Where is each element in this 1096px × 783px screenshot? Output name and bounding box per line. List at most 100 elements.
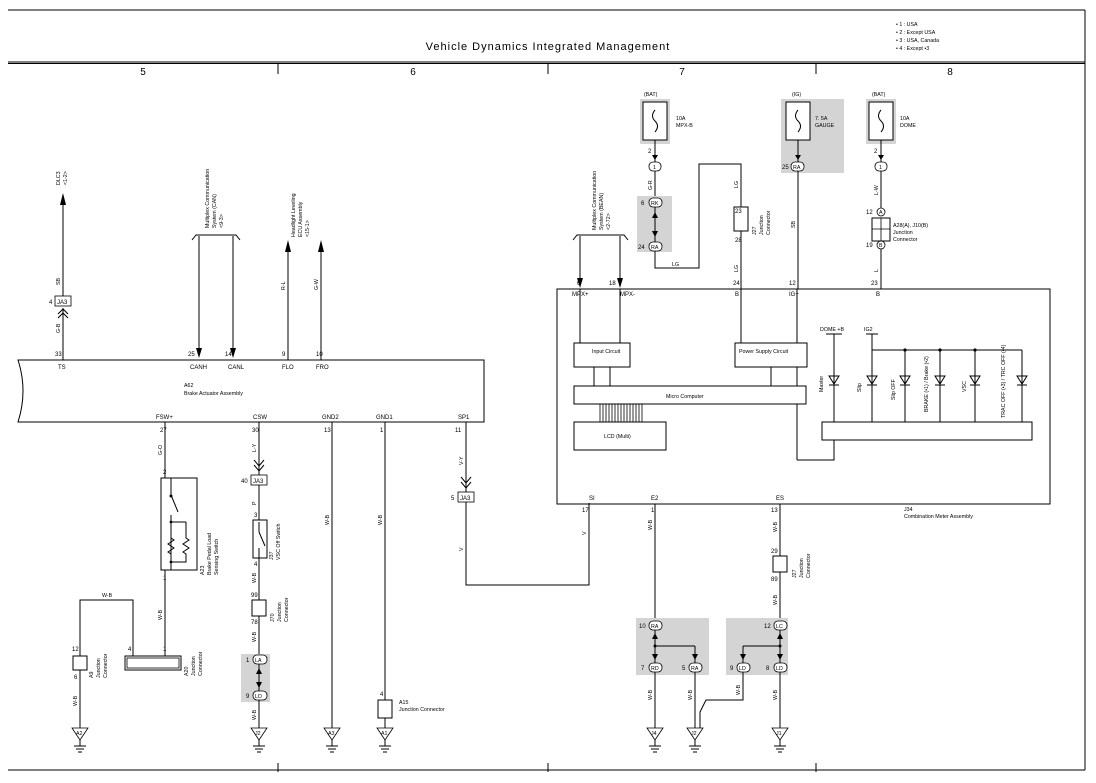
j70-id: J70 [270, 613, 276, 622]
can-label-2: System (CAN) [212, 194, 218, 228]
pin-number: 5 [451, 496, 455, 502]
wire-color: SB [56, 277, 62, 285]
ld-label: LD [776, 666, 783, 672]
meter-name: Combination Meter Assembly [904, 514, 973, 520]
terminal-es: ES [776, 496, 784, 502]
pin-number: 10 [316, 352, 323, 358]
led-slip: Slip [857, 352, 878, 422]
wire-color: W-B [688, 689, 694, 700]
brake-actuator-name: Brake Actuator Assembly [184, 391, 243, 397]
pin-number: 89 [771, 577, 778, 583]
brake-actuator-assembly: A62 Brake Actuator Assembly TS CANH CANL… [17, 352, 485, 434]
led-label: TRAC OFF (•3) / TRC OFF (•4) [1001, 344, 1007, 418]
pin-number: 33 [55, 352, 62, 358]
pin-number: 1 [651, 508, 655, 514]
ra-label: RA [651, 624, 659, 630]
wire-color: L-Y [252, 443, 258, 452]
a20-id: A20 [184, 667, 190, 676]
pin-number: 14 [225, 352, 232, 358]
ground-label: J1 [776, 731, 782, 737]
dlc3-label: DLC3 [56, 171, 62, 185]
j70-name-1: Junction [277, 602, 283, 622]
pin-number: 27 [160, 428, 167, 434]
pin-number: 2 [648, 149, 652, 155]
headlight-circuit: R-L G-W Headlight Leveling ECU Assembly … [281, 193, 324, 360]
pin-number: 23 [735, 209, 742, 215]
a9-name-2: Connector [103, 653, 109, 678]
pin-number: 8 [766, 666, 770, 672]
terminal-b: B [876, 292, 880, 298]
conn-label: 1 [653, 165, 656, 171]
pin-number: 12 [866, 210, 873, 216]
wire-color: R-L [281, 281, 287, 290]
fuse-supply: (IG) [792, 92, 801, 98]
es-circuit: W-B 29 89 J27 Junction Connector W-B LC … [699, 504, 812, 753]
wire-color: W-B [158, 609, 164, 620]
pin-number: 12 [72, 647, 79, 653]
wire-color: SB [791, 220, 797, 228]
wire-color: LG [734, 265, 740, 272]
led-master: Master [819, 352, 840, 422]
la-label: LA [255, 658, 262, 664]
terminal-mpx-minus: MPX- [620, 292, 635, 298]
note-4: • 4 : Except •3 [896, 46, 929, 52]
pin-number: 13 [324, 428, 331, 434]
dlc3-ref: <1-2> [63, 171, 69, 185]
ja3-conn-label: JA3 [253, 479, 264, 485]
pin-number: 25 [188, 352, 195, 358]
pin-number: 24 [638, 245, 645, 251]
terminal-canl: CANL [228, 365, 245, 371]
dome-b-label: DOME +B [820, 327, 844, 333]
rk-label: RK [651, 201, 659, 207]
j27-name-1: Junction [799, 558, 805, 578]
fuse-name: DOME [900, 123, 916, 129]
terminal-ts: TS [58, 365, 66, 371]
pin-number: 3 [254, 513, 258, 519]
pin-number: 11 [455, 428, 462, 434]
led-label: VSC [962, 381, 968, 392]
meter-id: J34 [904, 507, 913, 513]
terminal-ig-plus: IG+ [789, 292, 799, 298]
a23-name-1: Brake Pedal Load [207, 533, 213, 575]
pin-number: 30 [252, 428, 259, 434]
a23-id: A23 [200, 566, 206, 575]
pin-number: 18 [609, 281, 616, 287]
combination-meter: J34 Combination Meter Assembly MPX+ MPX-… [556, 281, 1051, 520]
terminal-canh: CANH [190, 365, 207, 371]
fuse-gauge: (IG) 7. 5A GAUGE RA 25 SB [781, 92, 844, 289]
ig2-label: IG2 [864, 327, 873, 333]
wire-color: W-B [325, 514, 331, 525]
pin-number: 13 [771, 508, 778, 514]
ground-label: J4 [651, 731, 657, 737]
wire-color: P [252, 501, 258, 505]
pin-number: 1 [380, 428, 384, 434]
wire-color: W-B [252, 631, 258, 642]
terminal-sp1: SP1 [458, 415, 470, 421]
wire-color: W-B [648, 689, 654, 700]
can-circuit: Multiplex Communication System (CAN) <9-… [191, 169, 241, 358]
wire-color: W-B [102, 593, 113, 599]
wire-color: L [874, 269, 880, 272]
terminal-fsw: FSW+ [156, 415, 173, 421]
wire-color: W-B [773, 689, 779, 700]
a9-name-1: Junction [96, 658, 102, 678]
pin-number: 2 [874, 149, 878, 155]
pin-number: 2 [163, 470, 167, 476]
fuse-supply: (BAT) [872, 92, 886, 98]
j27-name-1: Junction [759, 215, 765, 235]
pin-number: 5 [682, 666, 686, 672]
pin-number: 19 [866, 243, 873, 249]
wire-color: W-B [252, 572, 258, 583]
pin-number: 4 [254, 562, 258, 568]
diagram-frame [8, 9, 1086, 772]
pin-number: 7 [641, 666, 645, 672]
led-brake: BRAKE (•1) / Brake (•2) [924, 350, 946, 422]
wire-color: G-O [158, 445, 164, 455]
csw-circuit: L-Y JA3 40 P 3 4 J37 VSC Off Switch W-B … [241, 422, 290, 753]
ground-a2: A2 [71, 727, 89, 753]
terminal-flo: FLO [282, 365, 294, 371]
lcd-multi: LCD (Multi) [604, 434, 631, 440]
a28-conn-a: A [879, 210, 883, 216]
pin-number: 29 [771, 549, 778, 555]
